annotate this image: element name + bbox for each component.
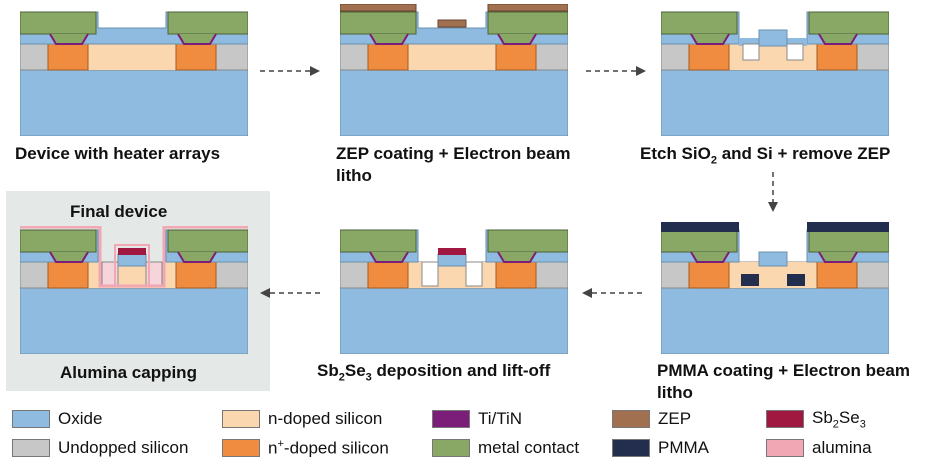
legend-swatch-alumina [766, 439, 804, 457]
legend-swatch-undopped-silicon [12, 439, 50, 457]
legend-pmma: PMMA [612, 438, 709, 458]
panel-zep-coating [340, 4, 568, 136]
caption-step-1: Device with heater arrays [15, 144, 221, 163]
legend-label-n-plus-doped-silicon: n+-doped silicon [268, 437, 389, 458]
panel-device-with-heaters [20, 11, 248, 136]
caption-step-5: Sb2Se3 deposition and lift-off [317, 361, 551, 384]
legend-swatch-n-plus-doped-silicon [222, 439, 260, 457]
legend-swatch-zep [612, 410, 650, 428]
legend-swatch-pmma [612, 439, 650, 457]
arrow-down [768, 172, 778, 212]
legend-label-metal-contact: metal contact [478, 438, 580, 457]
legend-swatch-sb2se3 [766, 410, 804, 428]
legend-swatch-oxide [12, 410, 50, 428]
arrow-right-1 [260, 66, 320, 76]
legend-label-zep: ZEP [658, 409, 692, 428]
legend-label-ti-tin: Ti/TiN [478, 409, 523, 428]
legend-label-undopped-silicon: Undopped silicon [58, 438, 189, 457]
panel-etch [661, 11, 889, 136]
legend-label-alumina: alumina [812, 438, 872, 457]
legend-swatch-ti-tin [432, 410, 470, 428]
legend-label-pmma: PMMA [658, 438, 709, 457]
legend-label-oxide: Oxide [58, 409, 103, 428]
caption-step-2: ZEP coating + Electron beam litho [336, 144, 571, 185]
legend-n-plus-doped-silicon: n+-doped silicon [222, 438, 389, 458]
legend-n-doped-silicon: n-doped silicon [222, 409, 382, 429]
arrow-right-2 [586, 66, 646, 76]
legend-label-n-doped-silicon: n-doped silicon [268, 409, 383, 428]
legend-metal-contact: metal contact [432, 438, 579, 458]
legend-sb2se3: Sb2Se3 [766, 407, 866, 431]
legend-zep: ZEP [612, 409, 691, 429]
caption-step-6: Alumina capping [60, 363, 197, 382]
arrow-left-2 [260, 288, 320, 298]
caption-step-3: Etch SiO2 and Si + remove ZEP [640, 144, 891, 167]
caption-final-device: Final device [70, 202, 168, 221]
arrow-left-1 [582, 288, 642, 298]
legend-ti-tin: Ti/TiN [432, 409, 522, 429]
legend-alumina: alumina [766, 438, 872, 458]
legend-swatch-n-doped-silicon [222, 410, 260, 428]
caption-step-4: PMMA coating + Electron beam litho [657, 361, 910, 402]
legend-swatch-metal-contact [432, 439, 470, 457]
panel-final-device [20, 226, 248, 354]
legend-oxide: Oxide [12, 409, 102, 429]
panel-pmma-coating [661, 222, 889, 354]
legend-undopped-silicon: Undopped silicon [12, 438, 188, 458]
legend-label-sb2se3: Sb2Se3 [812, 407, 866, 431]
panel-sb2se3-deposition [340, 229, 568, 354]
